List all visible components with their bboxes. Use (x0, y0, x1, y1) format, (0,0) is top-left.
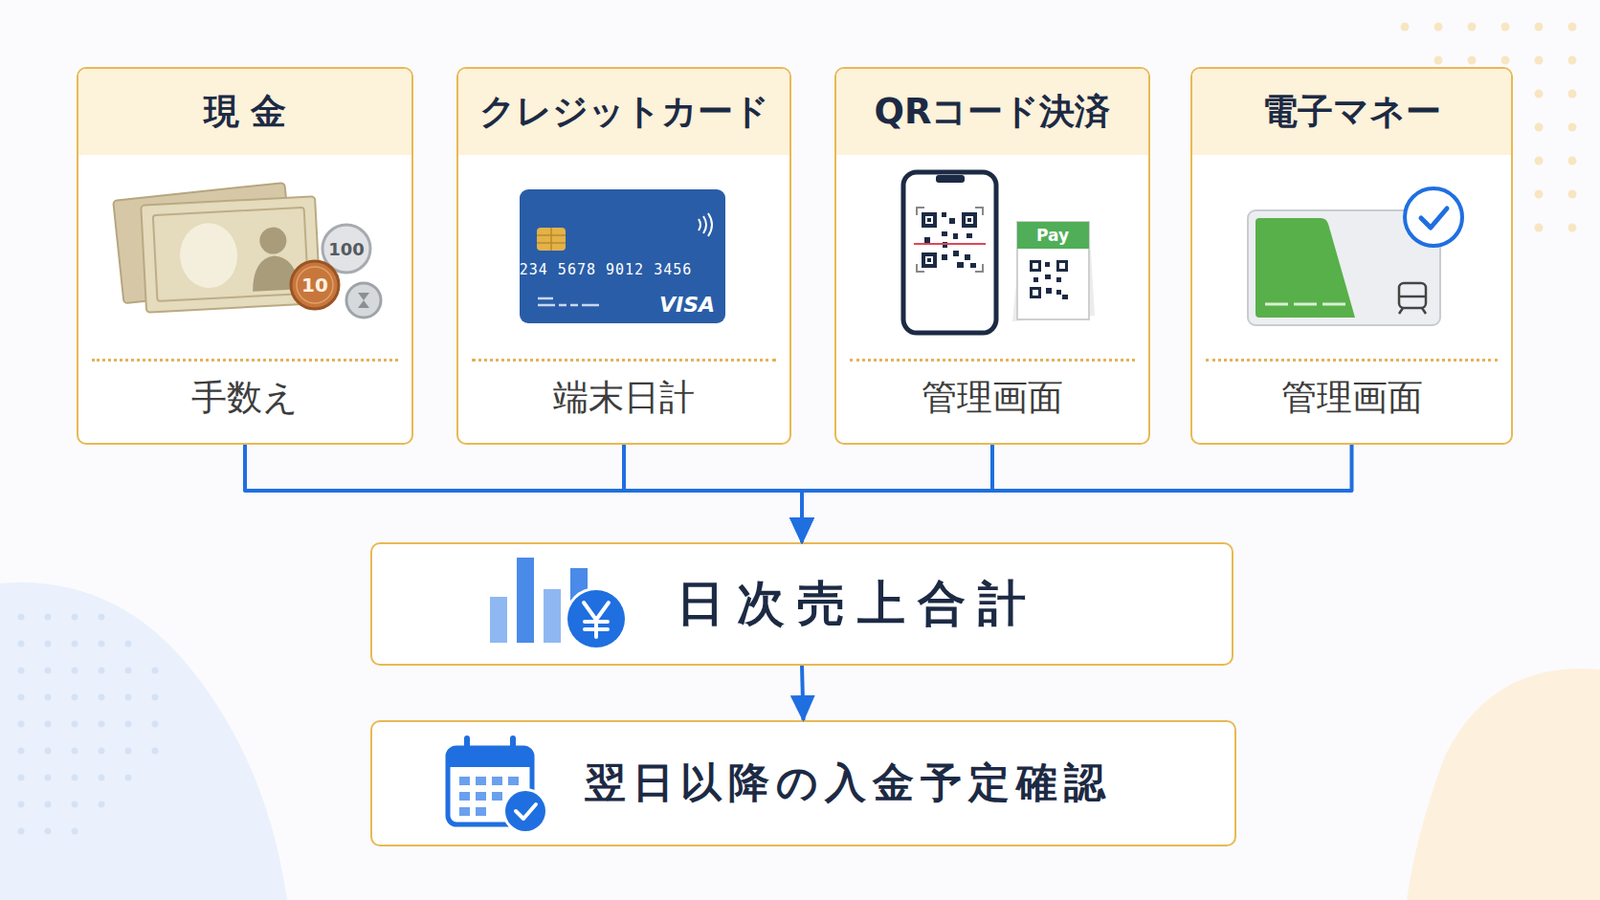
qr-payment-illustration (903, 172, 1095, 334)
card-footer-text: 管理画面 (849, 358, 1135, 444)
flow-connector (801, 444, 993, 543)
flow-connector (801, 444, 1353, 543)
payment-method-card: 電子マネー管理画面 (1190, 66, 1513, 445)
card-heading: 電子マネー (1192, 68, 1512, 156)
flow-connector (801, 666, 804, 721)
calendar-icon (447, 738, 549, 835)
process-box: 日次売上合計 (370, 542, 1234, 667)
payment-method-card: 現 金手数え (76, 66, 414, 445)
process-box: 翌日以降の入金予定確認 (370, 720, 1237, 847)
card-footer-text: 手数え (91, 358, 399, 444)
sales-chart-icon (489, 557, 628, 651)
background-blob (1406, 668, 1600, 900)
dot-grid (18, 614, 159, 836)
card-heading: クレジットカード (458, 68, 790, 156)
credit-card-illustration (519, 189, 726, 324)
background-blob (0, 582, 288, 900)
box-label: 日次売上合計 (676, 544, 1039, 665)
cash-illustration (112, 182, 381, 318)
payment-method-card: QRコード決済管理画面 (834, 66, 1151, 445)
e-money-card-illustration (1247, 188, 1463, 326)
flow-connector (244, 444, 802, 543)
box-label: 翌日以降の入金予定確認 (584, 722, 1112, 845)
card-heading: QRコード決済 (836, 68, 1149, 156)
card-footer-text: 端末日計 (471, 358, 777, 444)
flow-connector (623, 444, 802, 543)
card-footer-text: 管理画面 (1205, 358, 1498, 444)
card-heading: 現 金 (78, 68, 412, 156)
payment-method-card: クレジットカード端末日計 (456, 66, 792, 445)
